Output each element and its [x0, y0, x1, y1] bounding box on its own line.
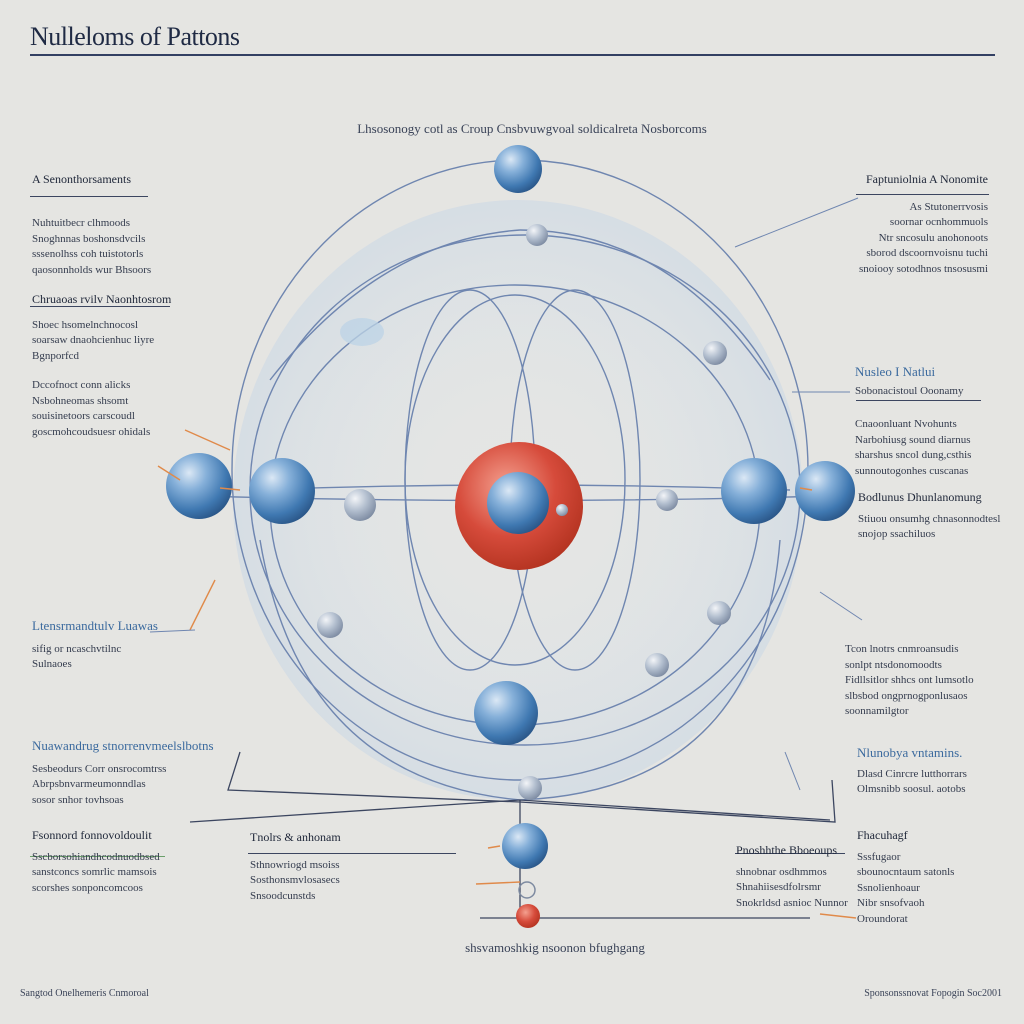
right-block-6: Fhacuhagf Sssfugaor sbounocntaum satonls…: [857, 828, 955, 925]
right-block-5: Nlunobya vntamins. Dlasd Cinrcre lutthor…: [857, 745, 967, 795]
center-block-1: Pnoshhthe Bboeoups shnobnar osdhmmos Shn…: [736, 843, 848, 909]
right-block-3: Bodlunus Dhunlanomung Stiuou onsumhg chn…: [858, 490, 1001, 540]
rule-left-3: [30, 856, 165, 857]
footer-left: Sangtod Onelhemeris Cnmoroal: [20, 988, 149, 999]
page-title: Nulleloms of Pattons: [30, 22, 240, 51]
right-block-1: Nusleo I Natlui Sobonacistoul Ooonamy: [855, 364, 964, 397]
right-block-2: Cnaoonluant Nvohunts Narbohiusg sound di…: [855, 418, 972, 477]
wisp: [340, 318, 384, 346]
sphere-left-inner: [249, 458, 315, 524]
small-sphere: [317, 612, 343, 638]
small-sphere: [526, 224, 548, 246]
sphere-right-outer: [795, 461, 855, 521]
rule-center-2: [735, 853, 845, 854]
bottom-caption: shsvamoshkig nsoonon bfughgang: [465, 940, 645, 955]
center-block-0: Tnolrs & anhonam Sthnowriogd msoiss Sost…: [250, 830, 341, 902]
nucleus-electron: [556, 504, 568, 516]
left-block-1: Nuhtuitbecr clhmoods Snoghnnas boshonsdv…: [32, 217, 152, 276]
left-block-2: Chruaoas rvilv Naonhtosrom Shoec hsomeln…: [32, 292, 172, 362]
left-block-4: Ltensrmandtulv Luawas sifig or ncaschvti…: [32, 618, 158, 670]
nucleus-core: [487, 472, 549, 534]
small-sphere: [703, 341, 727, 365]
small-sphere: [707, 601, 731, 625]
stem-ring: [518, 881, 536, 899]
left-block-0: A Senonthorsaments: [32, 172, 131, 186]
left-block-6: Fsonnord fonnovoldoulit Sscborsohiandhco…: [32, 828, 160, 894]
left-block-5: Nuawandrug stnorrenvmeelslbotns Sesbeodu…: [32, 738, 214, 806]
stem-sphere-red: [516, 904, 540, 928]
stem-sphere-mid: [502, 823, 548, 869]
sphere-right-inner: [721, 458, 787, 524]
sphere-left-outer: [166, 453, 232, 519]
sphere-top: [494, 145, 542, 193]
small-sphere: [645, 653, 669, 677]
rule-right-1: [856, 194, 989, 195]
leader-lines: [149, 197, 863, 791]
diagram-subtitle: Lhsosonogy cotl as Croup Cnsbvuwgvoal so…: [357, 121, 707, 136]
small-sphere: [656, 489, 678, 511]
small-sphere: [344, 489, 376, 521]
rule-left-2: [30, 306, 170, 307]
left-block-3: Dccofnoct conn alicks Nsbohneomas shsomt…: [32, 379, 151, 438]
orange-accents: [157, 429, 857, 919]
sphere-bottom: [474, 681, 538, 745]
footer-right: Sponsonssnovat Fopogin Soc2001: [864, 988, 1002, 999]
title-rule: [30, 54, 995, 56]
rule-right-2: [856, 400, 981, 401]
stem-sphere-top: [518, 776, 542, 800]
rule-left-1: [30, 196, 148, 197]
rule-center-1: [248, 853, 456, 854]
right-block-0: Faptuniolnia A Nonomite As Stutonerrvosi…: [859, 172, 988, 275]
right-block-4: Tcon lnotrs cnmroansudis sonlpt ntsdonom…: [845, 643, 974, 717]
